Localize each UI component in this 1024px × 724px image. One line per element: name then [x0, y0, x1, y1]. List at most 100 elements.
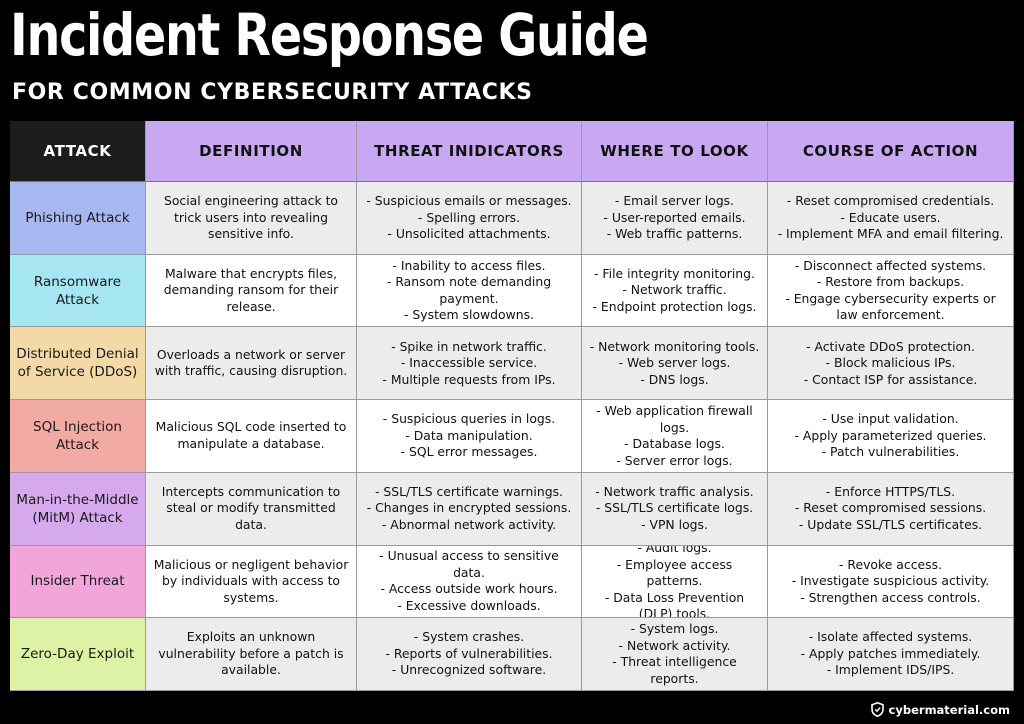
incident-response-table: ATTACK DEFINITION THREAT INIDICATORS WHE… — [10, 121, 1014, 691]
list-item: - Enforce HTTPS/TLS. — [825, 483, 956, 499]
list-item: - Investigate suspicious activity. — [791, 573, 990, 589]
list-item: - Web application firewall logs. — [596, 403, 753, 435]
course-of-action-cell: - Use input validation.- Apply parameter… — [768, 400, 1014, 473]
list-item: - SSL/TLS certificate logs. — [595, 500, 754, 516]
list-item: - Network activity. — [618, 637, 731, 653]
attack-name-cell: Man-in-the-Middle (MitM) Attack — [10, 472, 146, 546]
list-item: - User-reported emails. — [603, 209, 746, 225]
list-item: - Web server logs. — [618, 355, 731, 371]
threat-indicators-cell: - Suspicious emails or messages.- Spelli… — [357, 182, 582, 255]
threat-indicators-cell: - Suspicious queries in logs.- Data mani… — [357, 400, 582, 473]
course-of-action-cell: - Revoke access.- Investigate suspicious… — [768, 545, 1014, 619]
course-of-action-cell: - Activate DDoS protection.- Block malic… — [768, 327, 1014, 401]
list-item: - Employee access patterns. — [616, 556, 733, 589]
course-of-action-cell: - Isolate affected systems.- Apply patch… — [768, 618, 1014, 691]
definition-cell: Malicious or negligent behavior by indiv… — [146, 545, 357, 619]
list-item: - Spelling errors. — [417, 209, 521, 225]
list-item: - System slowdowns. — [404, 307, 534, 323]
list-item: - Educate users. — [840, 209, 941, 225]
list-item: - Reset compromised credentials. — [786, 193, 995, 209]
where-to-look-cell: - File integrity monitoring.- Network tr… — [582, 254, 768, 328]
list-item: - Network traffic. — [622, 282, 727, 298]
list-item: - Update SSL/TLS certificates. — [798, 516, 983, 532]
list-item: - Engage cybersecurity experts or law en… — [785, 290, 996, 323]
definition-cell: Overloads a network or server with traff… — [146, 327, 357, 401]
course-of-action-cell: - Enforce HTTPS/TLS.- Reset compromised … — [768, 472, 1014, 546]
list-item: - Revoke access. — [839, 556, 942, 572]
column-header-threat-indicators: THREAT INIDICATORS — [357, 121, 582, 182]
column-header-definition: DEFINITION — [146, 121, 357, 182]
where-to-look-cell: - Audit logs.- Employee access patterns.… — [582, 545, 768, 619]
definition-cell: Social engineering attack to trick users… — [146, 182, 357, 255]
brand-footer: cybermaterial.com — [870, 702, 1010, 717]
list-item: - Unrecognized software. — [391, 662, 547, 678]
list-item: - DNS logs. — [640, 371, 709, 387]
list-item: - VPN logs. — [641, 516, 708, 532]
list-item: - Inability to access files. — [392, 257, 546, 273]
list-item: - Server error logs. — [616, 452, 733, 468]
list-item: - File integrity monitoring. — [594, 265, 755, 281]
threat-indicators-cell: - SSL/TLS certificate warnings.- Changes… — [357, 472, 582, 546]
list-item: - Apply patches immediately. — [800, 645, 981, 661]
list-item: - Data manipulation. — [405, 427, 533, 443]
attack-name-cell: Insider Threat — [10, 545, 146, 619]
threat-indicators-cell: - System crashes.- Reports of vulnerabil… — [357, 618, 582, 691]
list-item: - Strengthen access controls. — [800, 589, 981, 605]
threat-indicators-cell: - Spike in network traffic.- Inaccessibl… — [357, 327, 582, 401]
list-item: - Implement MFA and email filtering. — [777, 226, 1004, 242]
list-item: - Patch vulnerabilities. — [821, 444, 960, 460]
definition-cell: Intercepts communication to steal or mod… — [146, 472, 357, 546]
shield-icon — [870, 702, 884, 717]
page-title: Incident Response Guide — [10, 1, 649, 69]
attack-name-cell: Zero-Day Exploit — [10, 618, 146, 691]
definition-cell: Malicious SQL code inserted to manipulat… — [146, 400, 357, 473]
list-item: - Ransom note demanding payment. — [386, 274, 552, 306]
attack-name-cell: Ransomware Attack — [10, 254, 146, 328]
list-item: - Suspicious emails or messages. — [366, 193, 572, 209]
list-item: - Suspicious queries in logs. — [382, 411, 556, 427]
list-item: - Threat intelligence reports. — [612, 654, 737, 686]
column-header-where-to-look: WHERE TO LOOK — [582, 121, 768, 182]
where-to-look-cell: - Web application firewall logs.- Databa… — [582, 400, 768, 473]
list-item: - System logs. — [630, 621, 719, 637]
definition-cell: Malware that encrypts files, demanding r… — [146, 254, 357, 328]
list-item: - Audit logs. — [637, 545, 712, 556]
list-item: - Excessive downloads. — [397, 597, 541, 613]
attack-name-cell: SQL Injection Attack — [10, 400, 146, 473]
definition-cell: Exploits an unknown vulnerability before… — [146, 618, 357, 691]
list-item: - Spike in network traffic. — [391, 338, 547, 354]
threat-indicators-cell: - Unusual access to sensitive data.- Acc… — [357, 545, 582, 619]
page-subtitle: FOR COMMON CYBERSECURITY ATTACKS — [12, 80, 533, 105]
list-item: - Inaccessible service. — [400, 355, 538, 371]
where-to-look-cell: - System logs.- Network activity.- Threa… — [582, 618, 768, 691]
brand-name: cybermaterial.com — [888, 702, 1010, 717]
course-of-action-cell: - Reset compromised credentials.- Educat… — [768, 182, 1014, 255]
list-item: - Access outside work hours. — [380, 581, 558, 597]
column-header-attack: ATTACK — [10, 121, 146, 182]
list-item: - Activate DDoS protection. — [806, 338, 975, 354]
column-header-course-of-action: COURSE OF ACTION — [768, 121, 1014, 182]
list-item: - Unsolicited attachments. — [387, 226, 551, 242]
list-item: - Reports of vulnerabilities. — [385, 645, 553, 661]
list-item: - Multiple requests from IPs. — [382, 371, 556, 387]
list-item: - System crashes. — [413, 629, 525, 645]
list-item: - Email server logs. — [614, 193, 735, 209]
threat-indicators-cell: - Inability to access files.- Ransom not… — [357, 254, 582, 328]
where-to-look-cell: - Email server logs.- User-reported emai… — [582, 182, 768, 255]
list-item: - Isolate affected systems. — [808, 629, 973, 645]
list-item: - Apply parameterized queries. — [794, 427, 987, 443]
course-of-action-cell: - Disconnect affected systems.- Restore … — [768, 254, 1014, 328]
list-item: - SQL error messages. — [400, 444, 538, 460]
list-item: - Network traffic analysis. — [595, 483, 754, 499]
where-to-look-cell: - Network traffic analysis.- SSL/TLS cer… — [582, 472, 768, 546]
list-item: - Unusual access to sensitive data. — [379, 548, 559, 580]
list-item: - Disconnect affected systems. — [794, 257, 987, 273]
list-item: - Changes in encrypted sessions. — [366, 500, 572, 516]
list-item: - Data Loss Prevention (DLP) tools. — [604, 589, 745, 619]
list-item: - SSL/TLS certificate warnings. — [375, 483, 563, 499]
list-item: - Implement IDS/IPS. — [826, 662, 955, 678]
list-item: - Endpoint protection logs. — [592, 298, 757, 314]
list-item: - Web traffic patterns. — [606, 226, 743, 242]
where-to-look-cell: - Network monitoring tools.- Web server … — [582, 327, 768, 401]
list-item: - Abnormal network activity. — [381, 516, 557, 532]
